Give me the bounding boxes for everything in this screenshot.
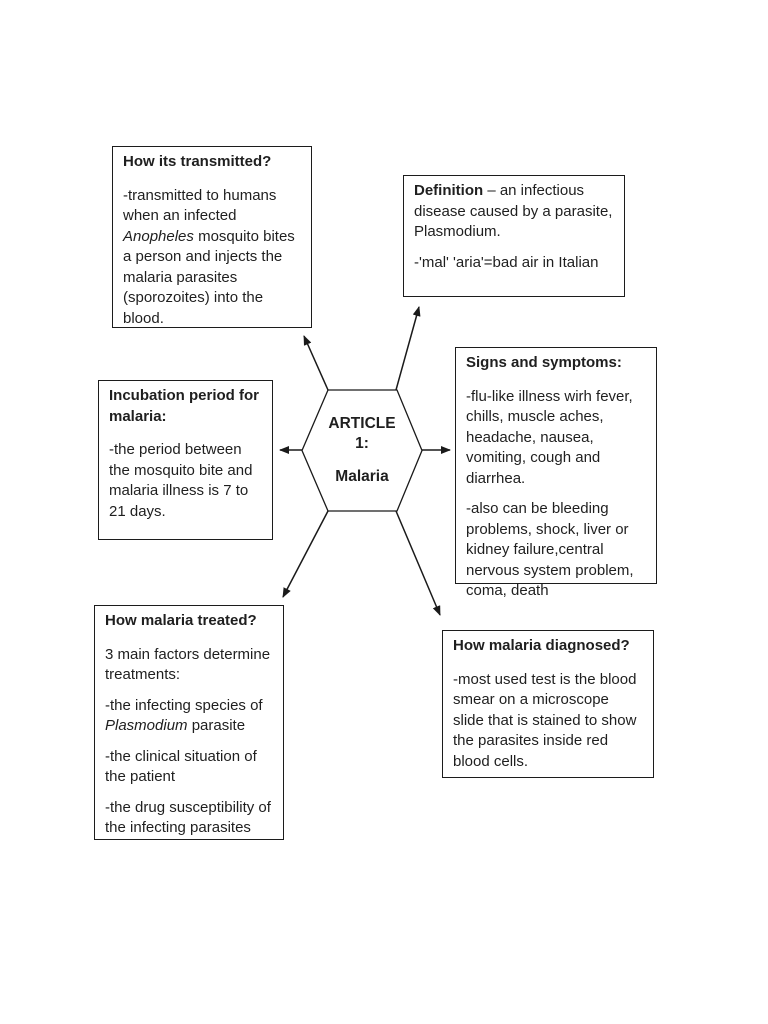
box-paragraph: -the period between the mosquito bite an… — [109, 441, 253, 520]
box-how-transmitted: How its transmitted? -transmitted to hum… — [112, 146, 312, 328]
box-paragraph: -transmitted to humans when an infected … — [123, 186, 295, 327]
box-paragraph: -the infecting species of Plasmodium par… — [105, 696, 263, 735]
box-title: How its transmitted? — [123, 153, 272, 170]
box-signs-and-symptoms: Signs and symptoms: -flu-like illness wi… — [455, 347, 657, 599]
box-title: Incubation period for malaria: — [109, 387, 259, 425]
box-paragraph: -most used test is the blood smear on a … — [453, 670, 637, 770]
arrow-to-definition — [395, 306, 421, 391]
arrow-to-diagnosed — [395, 510, 441, 616]
box-how-diagnosed: How malaria diagnosed? -most used test i… — [442, 630, 654, 778]
box-title: Signs and symptoms: — [466, 354, 622, 371]
box-title: How malaria treated? — [105, 612, 257, 629]
arrow-to-treated — [282, 510, 329, 598]
box-how-treated: How malaria treated? 3 main factors dete… — [94, 605, 284, 840]
arrow-to-transmitted — [303, 335, 329, 391]
box-paragraph: -also can be bleeding problems, shock, l… — [466, 500, 634, 599]
box-paragraph: -the drug susceptibility of the infectin… — [105, 798, 271, 837]
box-title: How malaria diagnosed? — [453, 637, 630, 654]
box-paragraph: -'mal' 'aria'=bad air in Italian — [414, 253, 599, 271]
box-definition: Definition – an infectious disease cause… — [403, 175, 625, 297]
article-hexagon-label: ARTICLE 1: Malaria — [302, 390, 422, 511]
article-label-line: Malaria — [335, 468, 389, 485]
box-paragraph: 3 main factors determine treatments: — [105, 645, 271, 684]
box-paragraph: -flu-like illness wirh fever, chills, mu… — [466, 387, 633, 487]
box-incubation-period: Incubation period for malaria: -the peri… — [98, 380, 273, 540]
article-label-line: 1: — [355, 435, 369, 452]
box-paragraph: -the clinical situation of the patient — [105, 747, 257, 786]
box-paragraph: Definition – an infectious disease cause… — [414, 182, 613, 240]
article-label-line: ARTICLE — [328, 415, 396, 432]
